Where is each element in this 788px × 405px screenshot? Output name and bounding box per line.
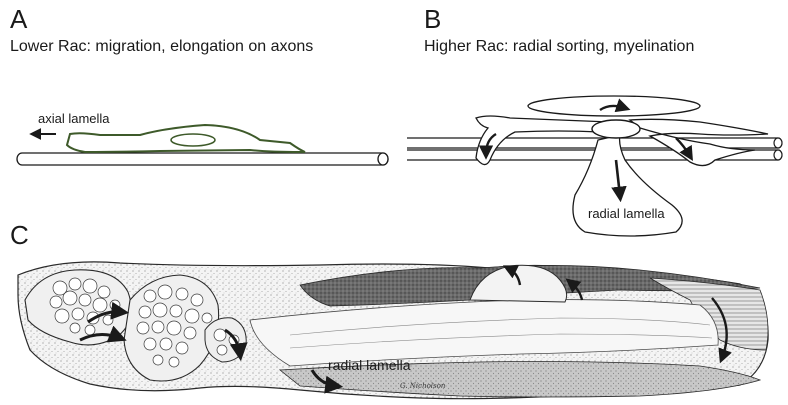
panel-a-nucleus — [171, 134, 215, 146]
panel-a-axial-lamella-label: axial lamella — [38, 111, 110, 126]
panel-a-figure: axial lamella — [17, 111, 388, 165]
panel-a-axon — [17, 153, 388, 165]
panel-c-radial-lamella-label: radial lamella — [328, 357, 411, 373]
panel-b-radial-lamella-label: radial lamella — [588, 206, 665, 221]
panel-c-figure: radial lamella G. Nicholson — [18, 262, 768, 399]
panel-c-axon-bundle-small — [205, 318, 246, 362]
panel-a-schwann-cell — [67, 125, 305, 152]
panel-b-figure: radial lamella — [407, 96, 782, 236]
panel-b-axon-upper — [407, 138, 782, 148]
panel-c-signature: G. Nicholson — [400, 382, 446, 390]
panel-b-cell-body — [592, 120, 640, 138]
